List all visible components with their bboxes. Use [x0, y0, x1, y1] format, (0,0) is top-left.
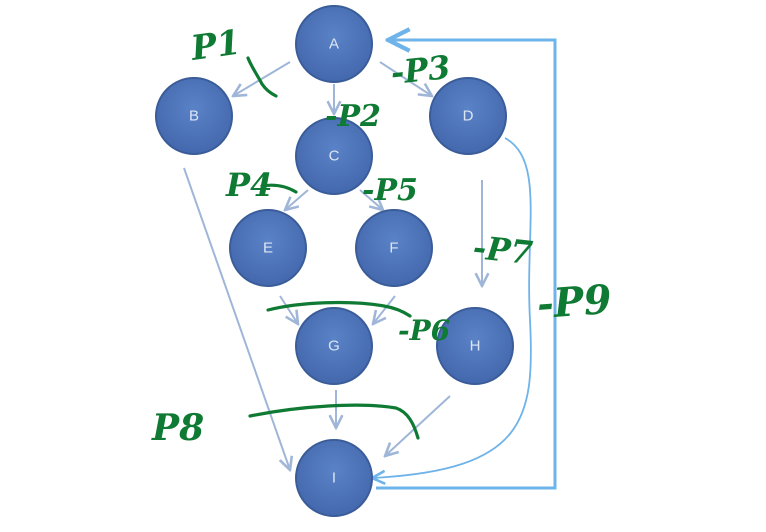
node-h-label: H [470, 338, 481, 355]
edge-c-e [285, 189, 309, 210]
node-a-label: A [329, 36, 339, 53]
annotation-p8-stroke [248, 403, 420, 440]
handwritten-annotations: P1 -P2 -P3 P4 -P5 -P6 -P7 P8 -P9 [151, 22, 613, 449]
node-c-label: C [329, 148, 340, 165]
annotation-p5: -P5 [362, 173, 418, 208]
node-e-label: E [263, 240, 273, 257]
edge-a-b [233, 61, 291, 96]
edges [183, 40, 557, 490]
edge-i-a [376, 40, 557, 490]
annotation-p6: -P6 [398, 314, 450, 347]
edge-h-i [385, 395, 451, 456]
node-d[interactable]: D [429, 77, 507, 155]
node-f[interactable]: F [355, 209, 433, 287]
node-h[interactable]: H [436, 307, 514, 385]
node-c[interactable]: C [295, 117, 373, 195]
node-g[interactable]: G [295, 307, 373, 385]
node-e[interactable]: E [229, 209, 307, 287]
edge-b-i [183, 167, 290, 470]
node-i-label: I [332, 470, 336, 487]
annotation-p4-mark [260, 183, 298, 194]
annotation-p1: P1 [188, 22, 243, 69]
annotation-p1-mark [246, 56, 278, 98]
annotation-p3: -P3 [389, 48, 452, 92]
node-b[interactable]: B [155, 77, 233, 155]
annotation-p9: -P9 [535, 276, 613, 328]
edge-f-g [373, 295, 396, 324]
node-d-label: D [463, 108, 474, 125]
annotation-p6-stroke [266, 300, 412, 318]
annotation-p2: -P2 [325, 99, 381, 134]
annotation-p7: -P7 [471, 228, 534, 272]
node-i[interactable]: I [295, 439, 373, 517]
edge-e-g [279, 295, 298, 324]
edge-a-d [379, 61, 432, 96]
node-g-label: G [328, 338, 340, 355]
nodes: A B C D E F G H [155, 5, 514, 517]
node-b-label: B [189, 108, 199, 125]
edge-d-i [372, 137, 532, 478]
annotation-p8: P8 [151, 407, 204, 449]
node-a[interactable]: A [295, 5, 373, 83]
edge-c-f [359, 189, 383, 210]
node-f-label: F [389, 240, 398, 257]
